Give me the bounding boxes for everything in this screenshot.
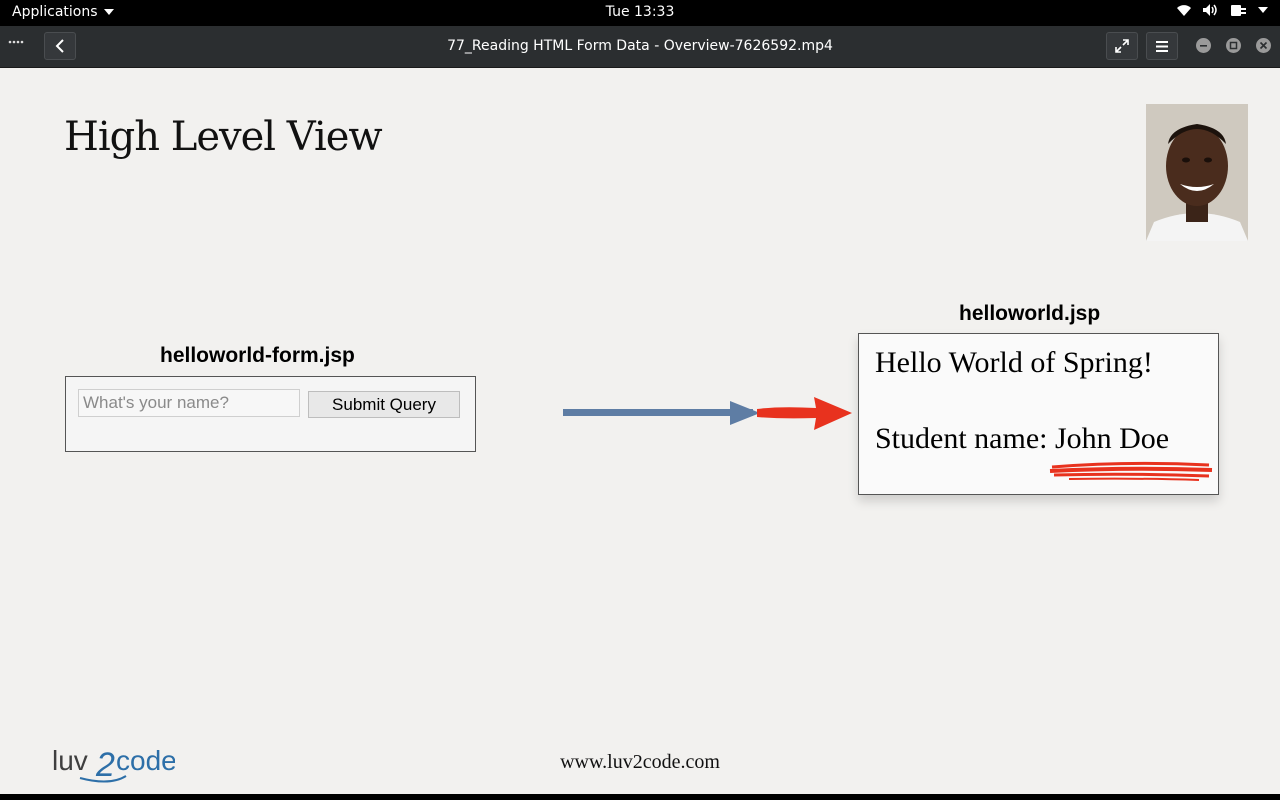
form-page-label: helloworld-form.jsp xyxy=(160,344,355,367)
close-button[interactable] xyxy=(1256,38,1271,53)
back-button[interactable] xyxy=(44,32,76,60)
form-page-box: Submit Query xyxy=(65,376,476,452)
slide-title: High Level View xyxy=(64,114,383,160)
hamburger-icon xyxy=(1156,40,1168,52)
app-menu-icon[interactable] xyxy=(8,36,26,48)
svg-text:code: code xyxy=(116,745,175,776)
chevron-left-icon xyxy=(55,39,64,53)
maximize-button[interactable] xyxy=(1226,38,1241,53)
minimize-icon xyxy=(1200,45,1207,47)
footer-url: www.luv2code.com xyxy=(560,751,720,773)
chevron-down-icon xyxy=(103,9,114,15)
system-top-bar: Applications Tue 13:33 xyxy=(0,0,1280,26)
red-underline-scribble xyxy=(1049,461,1213,481)
volume-icon xyxy=(1203,4,1217,16)
minimize-button[interactable] xyxy=(1196,38,1211,53)
wifi-icon xyxy=(1177,5,1191,16)
window-titlebar: 77_Reading HTML Form Data - Overview-762… xyxy=(0,26,1280,68)
system-tray[interactable] xyxy=(1176,3,1268,17)
power-icon xyxy=(1231,5,1246,16)
submit-query-button[interactable]: Submit Query xyxy=(308,391,460,418)
fullscreen-icon xyxy=(1115,39,1129,53)
flow-arrow xyxy=(563,397,852,430)
applications-label: Applications xyxy=(12,4,98,20)
close-icon xyxy=(1259,41,1268,50)
maximize-icon xyxy=(1229,41,1238,50)
hello-message: Hello World of Spring! xyxy=(875,346,1153,379)
menu-button[interactable] xyxy=(1146,32,1178,60)
window-title: 77_Reading HTML Form Data - Overview-762… xyxy=(447,38,833,54)
student-name-line: Student name: John Doe xyxy=(875,422,1170,455)
chevron-down-icon xyxy=(1258,7,1268,13)
presenter-photo xyxy=(1146,104,1248,241)
luv2code-logo: luv 2 code xyxy=(50,740,177,786)
fullscreen-button[interactable] xyxy=(1106,32,1138,60)
name-input[interactable] xyxy=(78,389,300,417)
svg-text:2: 2 xyxy=(95,746,115,784)
svg-text:luv: luv xyxy=(52,745,88,776)
result-page-label: helloworld.jsp xyxy=(959,302,1101,325)
applications-menu[interactable]: Applications xyxy=(12,4,114,20)
result-page-box: Hello World of Spring! Student name: Joh… xyxy=(858,333,1219,495)
video-frame[interactable]: High Level View helloworld-form.jsp Subm… xyxy=(0,68,1280,794)
clock[interactable]: Tue 13:33 xyxy=(605,4,675,20)
